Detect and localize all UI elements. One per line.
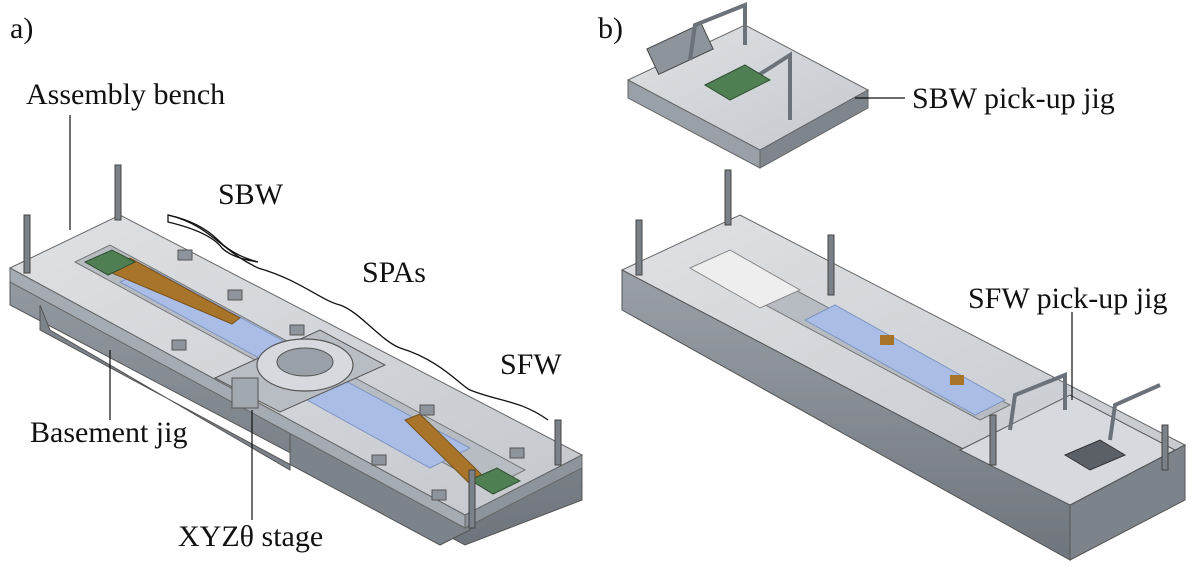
panel-a-tag: a) <box>10 12 34 45</box>
pcb-sbw <box>83 249 137 276</box>
panel-b-tag: b) <box>598 12 623 45</box>
label-assembly-bench: Assembly bench <box>26 78 226 111</box>
screw-pads-a <box>171 249 525 501</box>
label-sfw-pickup-jig: SFW pick-up jig <box>968 282 1168 315</box>
panel-b-assembly <box>620 169 1187 561</box>
label-sbw-pickup-jig: SBW pick-up jig <box>912 82 1115 115</box>
sbw-pickup-jig <box>626 2 905 169</box>
pcb-sfw <box>468 467 522 495</box>
label-spas: SPAs <box>362 256 426 289</box>
label-stage: XYZθ stage <box>178 520 324 553</box>
assembly-bench-edge-right <box>464 454 583 529</box>
label-sfw: SFW <box>500 348 562 381</box>
label-basement-jig: Basement jig <box>30 416 188 449</box>
panel-a-assembly <box>8 115 584 546</box>
label-sbw: SBW <box>218 178 284 211</box>
brace-sfw-line <box>399 347 549 421</box>
alignment-pins-a <box>23 164 562 529</box>
brace-sbw <box>167 214 259 263</box>
xyz-theta-stage <box>213 329 387 413</box>
brace-sbw-line <box>167 214 259 269</box>
brace-spas-line <box>257 267 401 349</box>
